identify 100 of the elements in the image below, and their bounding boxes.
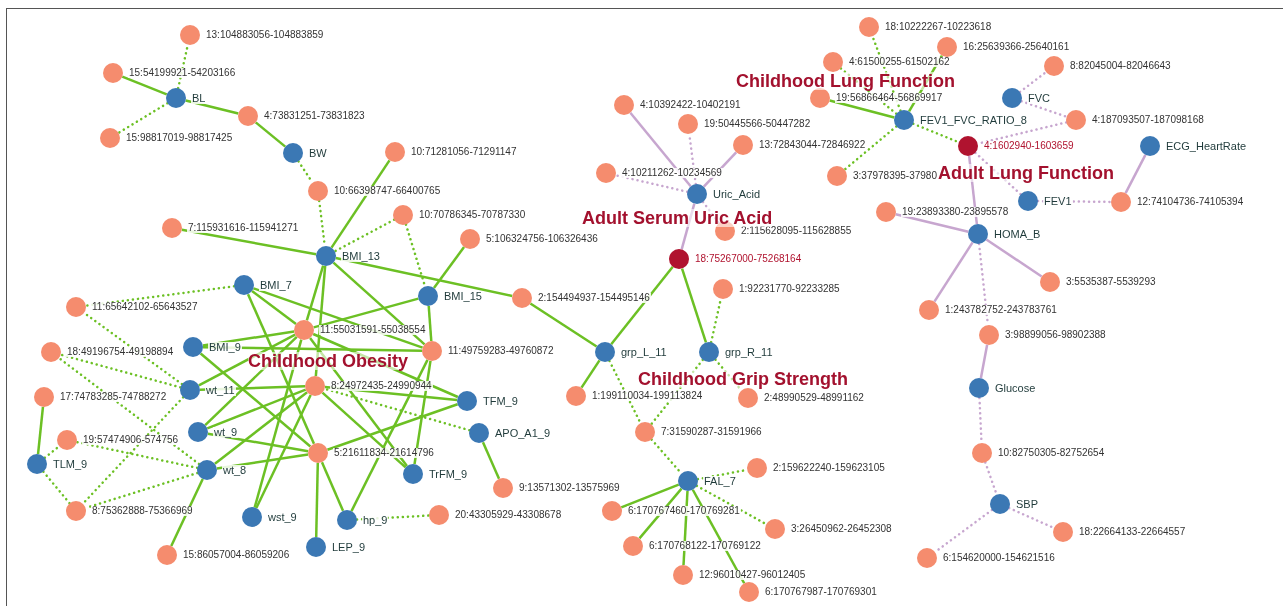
link-line (321, 391, 407, 469)
dotted-link (1020, 100, 1068, 118)
node-label: 2:115628095-115628855 (740, 226, 853, 236)
node-label: 2:48990529-48991162 (763, 393, 865, 403)
node-label: 3:26450962-26452308 (790, 524, 893, 534)
node-label: BMI_7 (259, 279, 293, 291)
node-label: 12:74104736-74105394 (1136, 197, 1245, 207)
link-line (427, 305, 433, 342)
node-label: 5:21611834-21614796 (333, 448, 435, 458)
link-line (335, 256, 513, 298)
node-label: LEP_9 (331, 541, 367, 553)
node-label: 5:106324756-106326436 (485, 234, 599, 244)
link-line (895, 213, 969, 233)
link-line (324, 385, 458, 402)
link-line (255, 394, 312, 509)
link-line (202, 330, 295, 347)
node-label: 4:73831251-73831823 (263, 111, 366, 121)
node-label: 19:23893380-23895578 (901, 207, 1010, 217)
link-line (253, 339, 303, 508)
link-line (216, 453, 309, 470)
node-label: 1:243782752-243783761 (944, 305, 1058, 315)
node-label: 16:25639366-25640161 (962, 42, 1071, 52)
node-label: 11:49759283-49760872 (447, 346, 555, 356)
node-label: 6:170767987-170769301 (764, 587, 878, 597)
node-label: 18:49196754-49198894 (66, 347, 175, 357)
link-line (680, 268, 708, 343)
link-line (204, 336, 298, 426)
link-line (620, 483, 680, 509)
link-line (214, 391, 308, 465)
node-label: 8:75362888-75366969 (91, 506, 194, 516)
link-line (529, 302, 598, 348)
link-line (199, 352, 312, 448)
group-title: Adult Serum Uric Acid (582, 209, 773, 227)
link-line (309, 337, 408, 467)
node-label: Uric_Acid (712, 188, 762, 200)
node-label: 3:5535387-5539293 (1065, 277, 1157, 287)
link-line (314, 462, 320, 538)
node-label: 10:82750305-82752654 (997, 448, 1106, 458)
dotted-link (839, 67, 898, 115)
node-label: wst_9 (267, 511, 298, 523)
node-label: 8:24972435-24990944 (330, 381, 433, 391)
link-line (332, 261, 426, 346)
link-line (254, 121, 287, 148)
node-label: hp_9 (362, 514, 389, 526)
node-label: wt_8 (222, 464, 248, 476)
node-label: 4:10392422-10402191 (639, 100, 742, 110)
link-line (350, 359, 429, 512)
node-label: 10:66398747-66400765 (333, 186, 442, 196)
node-label: 7:115931616-115941271 (187, 223, 300, 233)
node-label: 15:86057004-86059206 (182, 550, 291, 560)
node-label: 6:170767460-170769281 (627, 506, 741, 516)
node-label: FEV1_FVC_RATIO_8 (919, 114, 1028, 126)
node-label: 18:22664133-22664557 (1078, 527, 1187, 537)
node-label: BW (308, 147, 328, 159)
dotted-link (701, 200, 721, 225)
dotted-link (608, 359, 642, 425)
dotted-link (871, 35, 902, 112)
node-label: 3:98899056-98902388 (1004, 330, 1107, 340)
link-line (680, 203, 696, 250)
node-label: 2:159622240-159623105 (772, 463, 886, 473)
node-label: 15:54199921-54203166 (128, 68, 237, 78)
node-label: 11:55031591-55038554 (319, 325, 427, 335)
link-line (829, 99, 895, 119)
link-line (36, 406, 45, 455)
node-label: grp_L_11 (620, 346, 668, 358)
dotted-link (650, 358, 704, 426)
dotted-link (912, 122, 960, 144)
group-title: Childhood Obesity (248, 352, 408, 370)
link-line (580, 359, 601, 389)
link-line (206, 388, 307, 430)
node-label: grp_R_11 (724, 346, 774, 358)
node-label: BL (191, 92, 207, 104)
link-line (979, 344, 989, 379)
node-label: BMI_9 (208, 341, 242, 353)
link-line (185, 99, 239, 115)
link-line (610, 266, 674, 345)
node-label: 10:70786345-70787330 (418, 210, 527, 220)
link-line (246, 293, 316, 445)
link-line (312, 332, 459, 399)
link-line (638, 487, 683, 540)
link-line (121, 75, 168, 96)
node-label: FEV1 (1043, 195, 1073, 207)
node-label: wt_11 (205, 384, 236, 396)
node-label: FAL_7 (703, 475, 737, 487)
node-label: 9:13571302-13575969 (518, 483, 621, 493)
node-label: BMI_15 (443, 290, 483, 302)
node-label: 1:92231770-92233285 (738, 284, 841, 294)
dotted-link (117, 101, 169, 135)
dotted-link (75, 440, 199, 470)
dotted-link (1018, 70, 1048, 94)
node-label: 4:1602940-1603659 (983, 141, 1075, 151)
node-label: 20:43305929-43308678 (454, 510, 563, 520)
node-label: SBP (1015, 498, 1039, 510)
node-label: Glucose (994, 382, 1037, 394)
group-title: Adult Lung Function (938, 164, 1114, 182)
node-label: 6:154620000-154621516 (942, 553, 1056, 563)
node-label: 1:199110034-199113824 (591, 391, 704, 401)
dotted-link (42, 470, 71, 505)
group-title: Childhood Grip Strength (638, 370, 848, 388)
dotted-link (57, 356, 201, 466)
